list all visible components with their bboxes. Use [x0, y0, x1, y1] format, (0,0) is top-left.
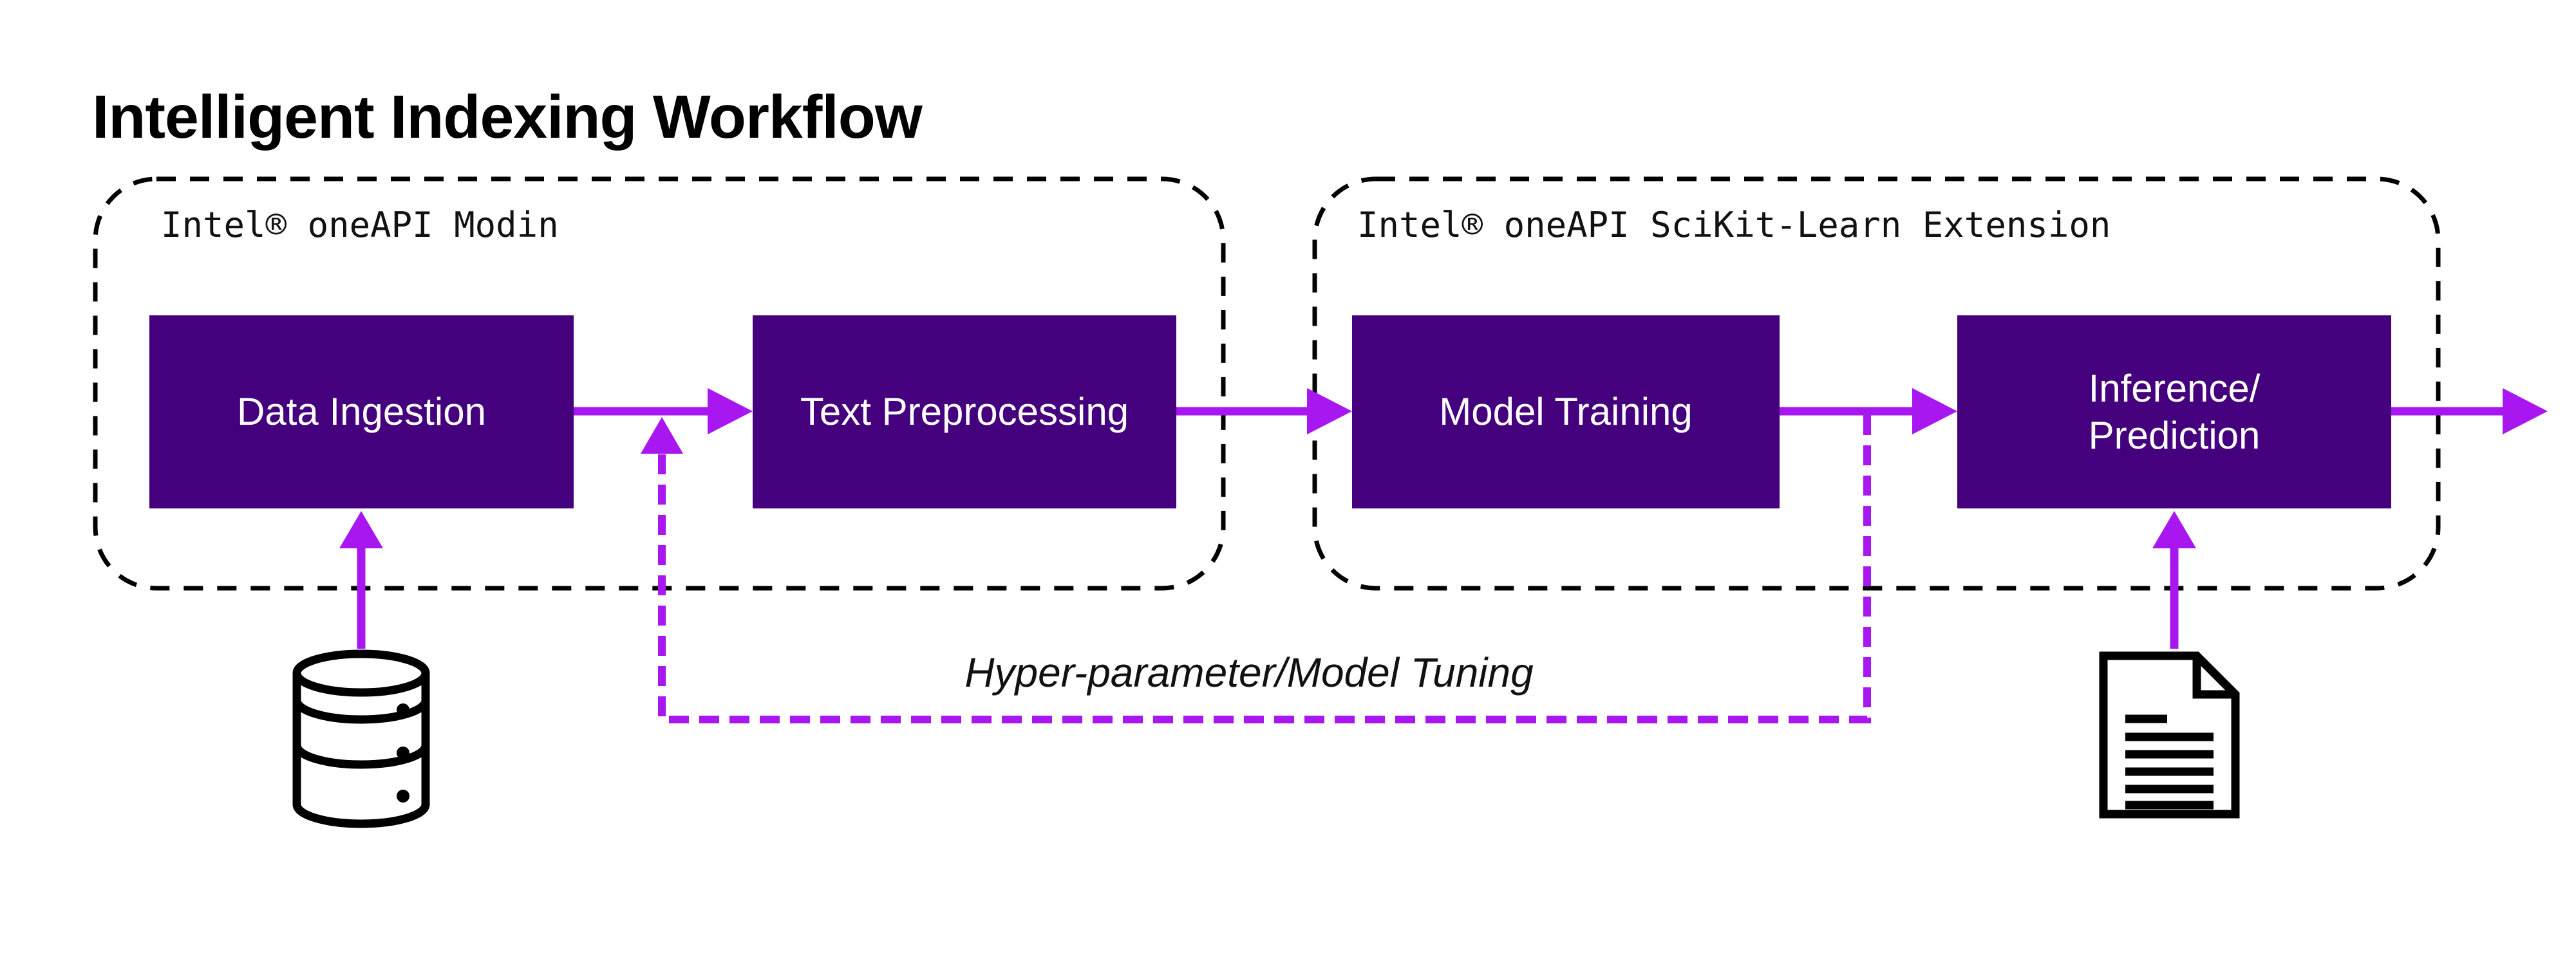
arrow-preprocessing-to-training [1176, 388, 1352, 434]
modin-group-label: Intel® oneAPI Modin [161, 205, 559, 245]
sklearn-group-label: Intel® oneAPI SciKit-Learn Extension [1357, 205, 2111, 245]
document-icon [2099, 651, 2240, 819]
arrow-document-to-inference [2152, 511, 2196, 649]
arrow-ingestion-to-preprocessing [574, 388, 753, 434]
sklearn-group-container [1312, 176, 2441, 591]
node-inference-prediction-label: Inference/ Prediction [2088, 366, 2261, 457]
arrow-database-to-ingestion [339, 511, 383, 649]
arrow-inference-to-output [2391, 388, 2548, 434]
diagram-title: Intelligent Indexing Workflow [92, 83, 923, 151]
flow-arrows [339, 388, 2548, 649]
node-model-training-label: Model Training [1439, 390, 1693, 434]
node-data-ingestion-label: Data Ingestion [237, 390, 486, 434]
database-icon [292, 649, 430, 828]
node-text-preprocessing: Text Preprocessing [753, 315, 1176, 508]
node-data-ingestion: Data Ingestion [149, 315, 574, 508]
feedback-loop-label: Hyper-parameter/Model Tuning [964, 649, 1534, 696]
node-model-training: Model Training [1352, 315, 1780, 508]
feedback-loop-arrow [641, 415, 1871, 723]
node-text-preprocessing-label: Text Preprocessing [800, 390, 1129, 434]
arrow-training-to-inference [1780, 388, 1957, 434]
node-inference-prediction: Inference/ Prediction [1957, 315, 2391, 508]
